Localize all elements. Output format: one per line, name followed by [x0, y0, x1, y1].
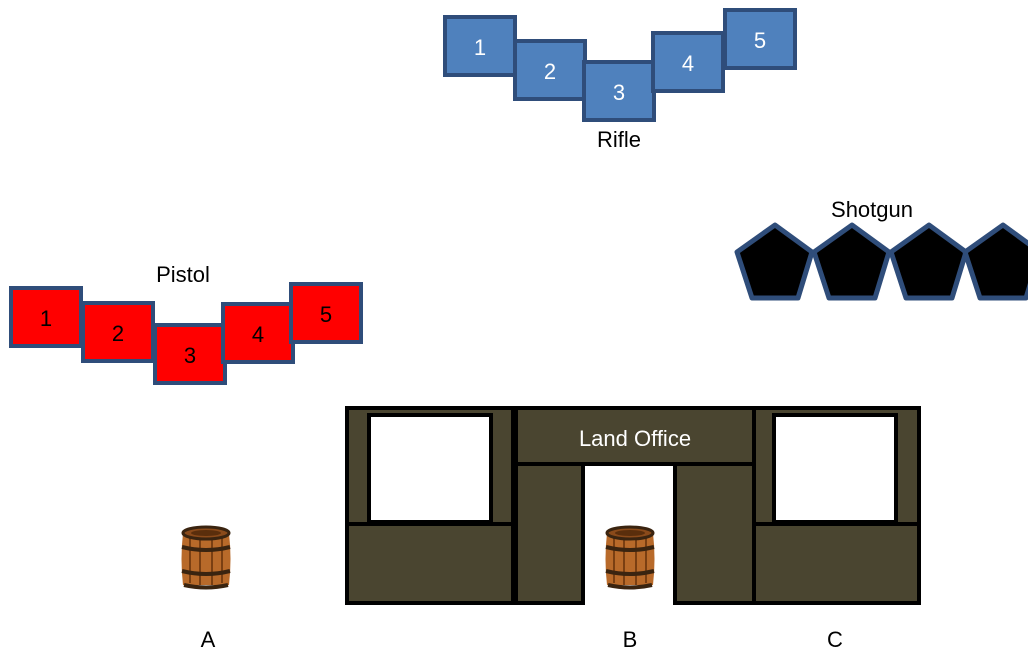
- right-bay: [752, 406, 921, 605]
- position-b-label: B: [623, 627, 638, 652]
- pistol-target-5-label: 5: [320, 302, 332, 327]
- shotgun-plate-2: [811, 222, 892, 301]
- rifle-target-2: 2: [513, 39, 587, 101]
- shotgun-plate-3: [888, 222, 969, 301]
- pistol-target-1: 1: [9, 286, 83, 348]
- left-counter: [345, 522, 515, 605]
- land-office-building: Land Office: [345, 406, 921, 605]
- right-counter: [752, 522, 921, 605]
- rifle-target-5-label: 5: [754, 28, 766, 53]
- position-c-label: C: [827, 627, 843, 652]
- pistol-target-3-label: 3: [184, 343, 196, 368]
- rifle-target-2-label: 2: [544, 59, 556, 84]
- position-a-label: A: [201, 627, 216, 652]
- pistol-target-2-label: 2: [112, 321, 124, 346]
- right-window: [772, 413, 898, 524]
- barrel-icon: [181, 525, 231, 590]
- rifle-targets: 1 2 3 4 5 Rifle: [443, 8, 797, 152]
- pistol-targets: Pistol 1 2 3 4 5: [9, 262, 363, 385]
- shotgun-plate-4: [962, 222, 1028, 301]
- left-door-post: [514, 462, 585, 605]
- pistol-target-1-label: 1: [40, 306, 52, 331]
- rifle-target-1-label: 1: [474, 35, 486, 60]
- pistol-target-4-label: 4: [252, 322, 264, 347]
- rifle-label: Rifle: [597, 127, 641, 152]
- rifle-target-5: 5: [723, 8, 797, 70]
- pistol-label: Pistol: [156, 262, 210, 287]
- rifle-target-4-label: 4: [682, 51, 694, 76]
- left-bay: [345, 406, 515, 605]
- rifle-target-3: 3: [582, 60, 656, 122]
- barrel-icon: [605, 525, 655, 590]
- pistol-target-3: 3: [153, 323, 227, 385]
- shotgun-plate-1: [734, 222, 815, 301]
- left-window: [367, 413, 493, 524]
- sign-board: [514, 406, 756, 466]
- rifle-target-1: 1: [443, 15, 517, 77]
- rifle-target-4: 4: [651, 31, 725, 93]
- pistol-target-4: 4: [221, 302, 295, 364]
- land-office-sign: Land Office: [579, 426, 691, 451]
- shotgun-label: Shotgun: [831, 197, 913, 222]
- pistol-target-5: 5: [289, 282, 363, 344]
- shotgun-targets: Shotgun: [734, 197, 1028, 301]
- rifle-target-3-label: 3: [613, 80, 625, 105]
- pistol-target-2: 2: [81, 301, 155, 363]
- right-door-post: [673, 462, 756, 605]
